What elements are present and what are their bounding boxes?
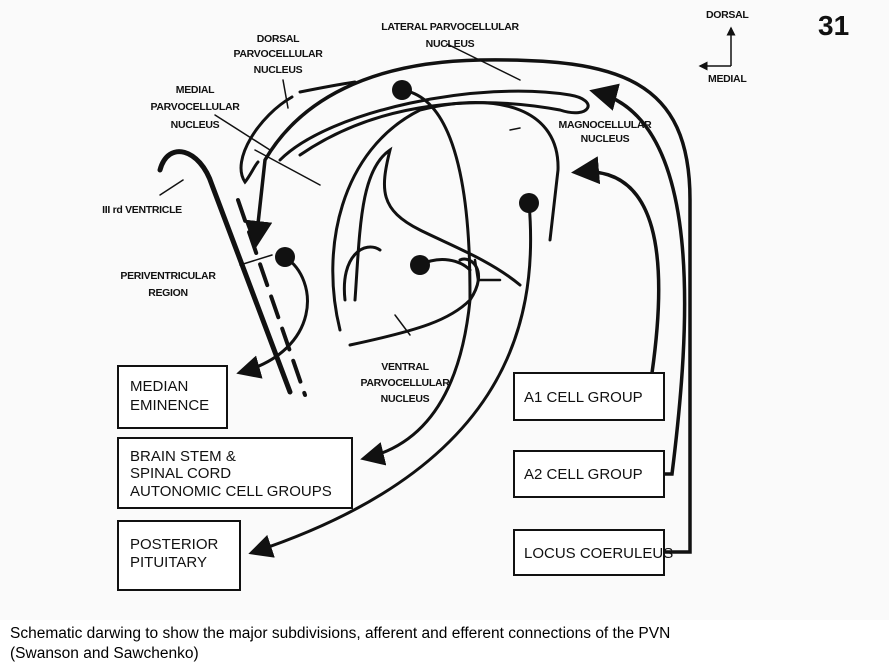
dorsal-parvo-label: PARVOCELLULAR bbox=[233, 48, 323, 60]
medial-label: MEDIAL bbox=[708, 73, 747, 85]
posterior-pituitary-box bbox=[117, 520, 241, 591]
magno-label: MAGNOCELLULAR bbox=[559, 119, 653, 131]
orientation-compass: DORSAL MEDIAL bbox=[698, 9, 750, 85]
ventral-parvo-label: NUCLEUS bbox=[381, 393, 430, 405]
locus-box bbox=[513, 529, 665, 576]
figure-caption: Schematic darwing to show the major subd… bbox=[10, 624, 670, 664]
medial-parvo-label: PARVOCELLULAR bbox=[150, 101, 240, 113]
caption-line: (Swanson and Sawchenko) bbox=[10, 645, 199, 662]
lateral-parvo-label: NUCLEUS bbox=[426, 38, 475, 50]
dorsal-parvo-label: DORSAL bbox=[257, 33, 300, 45]
a1-label: A1 CELL GROUP bbox=[524, 389, 643, 406]
a2-label: A2 CELL GROUP bbox=[524, 466, 643, 483]
ventral-parvo-label: PARVOCELLULAR bbox=[360, 377, 450, 389]
median-eminence-efferent bbox=[236, 255, 309, 379]
locus-label: LOCUS COERULEUS bbox=[524, 545, 673, 562]
a2-box bbox=[513, 450, 665, 498]
cell-body bbox=[275, 247, 295, 267]
brain-stem-label: BRAIN STEM & bbox=[130, 448, 236, 465]
median-eminence-label: MEDIAN bbox=[130, 378, 188, 395]
median-eminence-label: EMINENCE bbox=[130, 397, 209, 414]
cell-bodies bbox=[275, 80, 539, 275]
diagram-canvas: 31 DORSAL MEDIAL bbox=[102, 9, 849, 591]
box-labels: MEDIAN EMINENCE BRAIN STEM & SPINAL CORD… bbox=[130, 378, 673, 571]
cell-body bbox=[519, 193, 539, 213]
dorsal-parvo-label: NUCLEUS bbox=[254, 64, 303, 76]
posterior-pituitary-label: PITUITARY bbox=[130, 554, 207, 571]
medial-parvo-label: NUCLEUS bbox=[171, 119, 220, 131]
periventricular-label: REGION bbox=[148, 287, 188, 299]
posterior-pituitary-label: POSTERIOR bbox=[130, 536, 219, 553]
pvn-diagram: 31 DORSAL MEDIAL bbox=[102, 9, 850, 591]
a1-box bbox=[513, 372, 665, 421]
a1-pathway bbox=[571, 156, 661, 375]
brain-stem-label: SPINAL CORD bbox=[130, 465, 231, 482]
median-eminence-box bbox=[117, 365, 228, 429]
boxes bbox=[117, 365, 665, 591]
third-ventricle-label: III rd VENTRICLE bbox=[102, 204, 182, 216]
pituitary-efferent bbox=[248, 201, 533, 558]
ventricle-wall bbox=[157, 149, 293, 395]
pathways bbox=[157, 43, 692, 558]
magno-label: NUCLEUS bbox=[581, 133, 630, 145]
periventricular-label: PERIVENTRICULAR bbox=[120, 270, 216, 282]
lateral-parvo-label: LATERAL PARVOCELLULAR bbox=[381, 21, 519, 33]
ventral-parvo-label: VENTRAL bbox=[381, 361, 429, 373]
a2-pathway bbox=[589, 83, 687, 476]
medial-parvo-label: MEDIAL bbox=[176, 84, 215, 96]
caption-line: Schematic darwing to show the major subd… bbox=[10, 625, 671, 642]
cell-body bbox=[410, 255, 430, 275]
figure-number: 31 bbox=[818, 10, 849, 41]
locus-pathway bbox=[244, 58, 692, 554]
brain-stem-box bbox=[117, 437, 353, 509]
brain-stem-label: AUTONOMIC CELL GROUPS bbox=[130, 483, 332, 500]
region-labels: DORSAL PARVOCELLULAR NUCLEUS LATERAL PAR… bbox=[102, 21, 652, 405]
brainstem-efferent bbox=[360, 88, 472, 466]
ventricle-dashed bbox=[236, 198, 307, 397]
cell-body bbox=[392, 80, 412, 100]
dorsal-label: DORSAL bbox=[706, 9, 749, 21]
